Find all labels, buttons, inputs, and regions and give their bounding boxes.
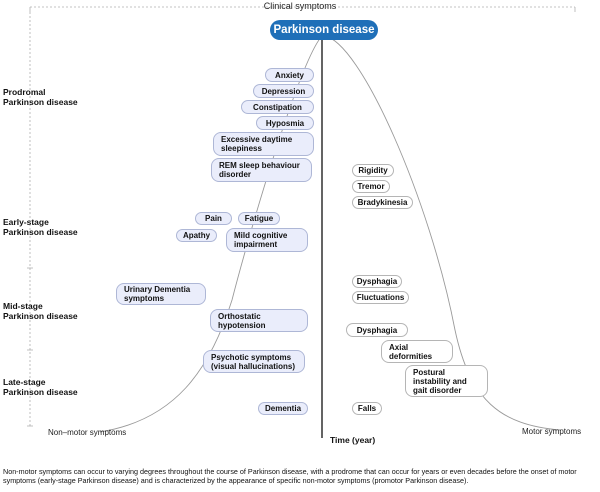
clinical-symptoms-label: Clinical symptoms [263, 1, 337, 11]
symptom-anxiety: Anxiety [265, 68, 314, 82]
stage-label-line: Parkinson disease [3, 227, 78, 237]
stage-label-prodromal: Prodromal Parkinson disease [3, 87, 78, 107]
symptom-dementia: Dementia [258, 402, 308, 415]
symptom-mild-cognitive-impairment: Mild cognitive impairment [226, 228, 308, 252]
stage-label-line: Prodromal [3, 87, 46, 97]
symptom-rem-sleep-behaviour-disorder: REM sleep behaviour disorder [211, 158, 312, 182]
stage-label-late: Late-stage Parkinson disease [3, 377, 78, 397]
symptom-tremor: Tremor [352, 180, 390, 193]
non-motor-symptoms-label: Non–motor symptoms [48, 428, 127, 437]
stage-label-line: Early-stage [3, 217, 49, 227]
time-axis-label: Time (year) [330, 435, 376, 445]
symptom-urinary-dementia: Urinary Dementia symptoms [116, 283, 206, 305]
symptom-bradykinesia: Bradykinesia [352, 196, 413, 209]
symptom-dysphagia-mid: Dysphagia [352, 275, 402, 288]
symptom-excessive-daytime-sleepiness: Excessive daytime sleepiness [213, 132, 314, 156]
symptom-orthostatic-hypotension: Orthostatic hypotension [210, 309, 308, 332]
motor-curve [323, 35, 561, 431]
symptom-fluctuations: Fluctuations [352, 291, 409, 304]
stage-label-line: Parkinson disease [3, 97, 78, 107]
stage-label-line: Parkinson disease [3, 387, 78, 397]
stage-label-line: Late-stage [3, 377, 46, 387]
title-badge: Parkinson disease [270, 20, 378, 40]
symptom-depression: Depression [253, 84, 314, 98]
symptom-constipation: Constipation [241, 100, 314, 114]
symptom-falls: Falls [352, 402, 382, 415]
symptom-pain: Pain [195, 212, 232, 225]
symptom-axial-deformities: Axial deformities [381, 340, 453, 363]
symptom-hyposmia: Hyposmia [256, 116, 314, 130]
stage-label-mid: Mid-stage Parkinson disease [3, 301, 78, 321]
stage-label-line: Parkinson disease [3, 311, 78, 321]
symptom-rigidity: Rigidity [352, 164, 394, 177]
motor-symptoms-label: Motor symptoms [522, 427, 582, 436]
symptom-postural-instability: Postural instability and gait disorder [405, 365, 488, 397]
stage-label-line: Mid-stage [3, 301, 43, 311]
figure-caption: Non-motor symptoms can occur to varying … [3, 467, 577, 485]
stage-label-early: Early-stage Parkinson disease [3, 217, 78, 237]
symptom-dysphagia-late: Dysphagia [346, 323, 408, 337]
symptom-psychotic-symptoms: Psychotic symptoms (visual hallucination… [203, 350, 305, 373]
symptom-apathy: Apathy [176, 229, 217, 242]
symptom-fatigue: Fatigue [238, 212, 280, 225]
